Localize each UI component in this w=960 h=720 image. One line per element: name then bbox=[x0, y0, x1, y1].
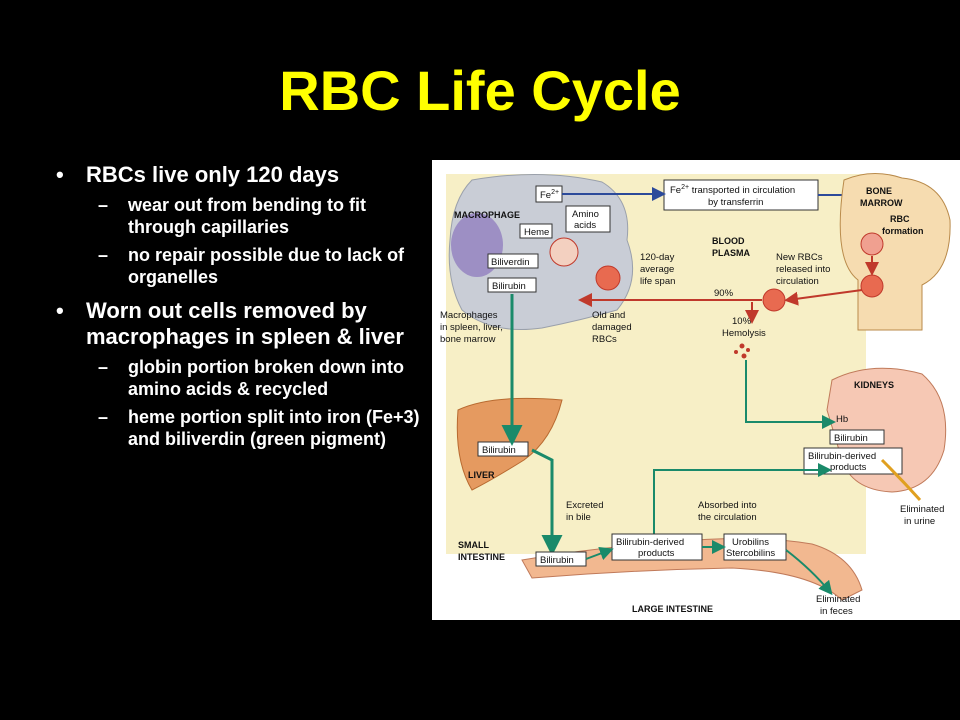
transport-text-1a: Fe bbox=[670, 185, 681, 196]
biliverdin-label: Biliverdin bbox=[491, 257, 530, 268]
transport-text-superscript: 2+ bbox=[681, 184, 689, 191]
sub-bullet-dash: – bbox=[98, 407, 109, 427]
transport-text-1b: transported in circulation bbox=[689, 185, 795, 196]
slide-title: RBC Life Cycle bbox=[279, 59, 681, 122]
excreted-label-2: in bile bbox=[566, 512, 591, 523]
kidney-bilirubin-label: Bilirubin bbox=[834, 433, 868, 444]
rbc-formation-label-1: RBC bbox=[890, 214, 910, 224]
bone-marrow-label-2: MARROW bbox=[860, 198, 903, 208]
rbc-formation-label-2: formation bbox=[882, 226, 924, 236]
hemolysis-label-2: Hemolysis bbox=[722, 328, 766, 339]
liver-label: LIVER bbox=[468, 470, 495, 480]
kidneys-label: KIDNEYS bbox=[854, 380, 894, 390]
small-intestine-label-2: INTESTINE bbox=[458, 552, 505, 562]
lifespan-label-1: 120-day bbox=[640, 252, 675, 263]
mature-rbc bbox=[860, 274, 884, 298]
sub-bullet-item: – wear out from bending to fit through c… bbox=[48, 194, 420, 238]
sub-bullet-dash: – bbox=[98, 195, 109, 215]
old-rbcs-label-2: damaged bbox=[592, 322, 632, 333]
fe-superscript: 2+ bbox=[551, 189, 559, 196]
bullet-text: Worn out cells removed by macrophages in… bbox=[86, 298, 404, 349]
absorbed-label-1: Absorbed into bbox=[698, 500, 757, 511]
macrophage-note-1: Macrophages bbox=[440, 310, 498, 321]
macrophage-note-3: bone marrow bbox=[440, 334, 496, 345]
fe-label: Fe bbox=[540, 190, 551, 201]
bullet-list: • RBCs live only 120 days – wear out fro… bbox=[48, 152, 420, 450]
kidney-derived-label-1: Bilirubin-derived bbox=[808, 451, 876, 462]
rbc-lifecycle-diagram: MACROPHAGE Fe2+ Amino acids Heme Biliver… bbox=[432, 160, 960, 620]
bone-marrow-label-1: BONE bbox=[866, 186, 892, 196]
absorbed-label-2: the circulation bbox=[698, 512, 757, 523]
hemolysis-label-1: 10% bbox=[732, 316, 752, 327]
circulating-rbc bbox=[762, 288, 786, 312]
bullet-item: • Worn out cells removed by macrophages … bbox=[48, 298, 420, 350]
aging-rbc bbox=[595, 265, 621, 291]
lifespan-label-3: life span bbox=[640, 276, 675, 287]
macrophage-note-2: in spleen, liver, bbox=[440, 322, 503, 333]
kidney-derived-label-2: products bbox=[830, 462, 867, 473]
sub-bullet-text: wear out from bending to fit through cap… bbox=[128, 195, 366, 237]
sub-bullet-item: – heme portion split into iron (Fe+3) an… bbox=[48, 406, 420, 450]
lifespan-label-2: average bbox=[640, 264, 674, 275]
sub-bullet-dash: – bbox=[98, 357, 109, 377]
urobilins-label: Urobilins bbox=[732, 537, 769, 548]
new-rbcs-label-3: circulation bbox=[776, 276, 819, 287]
blood-plasma-label-1: BLOOD bbox=[712, 236, 745, 246]
amino-acids-label-1: Amino bbox=[572, 209, 599, 220]
new-rbcs-label-2: released into bbox=[776, 264, 830, 275]
eliminated-urine-label-2: in urine bbox=[904, 516, 935, 527]
sub-bullet-text: no repair possible due to lack of organe… bbox=[128, 245, 405, 287]
excreted-label-1: Excreted bbox=[566, 500, 604, 511]
sub-bullet-item: – no repair possible due to lack of orga… bbox=[48, 244, 420, 288]
transport-text-2: by transferrin bbox=[708, 197, 763, 208]
liver-bilirubin-label: Bilirubin bbox=[482, 445, 516, 456]
percent-90-label: 90% bbox=[714, 288, 734, 299]
svg-text:Fe2+ transported in circulatio: Fe2+ transported in circulation bbox=[670, 184, 795, 196]
macrophage-label: MACROPHAGE bbox=[454, 210, 520, 220]
new-rbcs-label-1: New RBCs bbox=[776, 252, 823, 263]
blood-plasma-label-2: PLASMA bbox=[712, 248, 751, 258]
sub-bullet-dash: – bbox=[98, 245, 109, 265]
eliminated-urine-label-1: Eliminated bbox=[900, 504, 944, 515]
bullet-item: • RBCs live only 120 days bbox=[48, 162, 420, 188]
developing-rbc bbox=[860, 232, 884, 256]
phagocytosed-rbc bbox=[549, 237, 579, 267]
bullet-dot: • bbox=[56, 298, 64, 323]
bullet-text: RBCs live only 120 days bbox=[86, 162, 340, 187]
stercobilins-label: Stercobilins bbox=[726, 548, 775, 559]
heme-label: Heme bbox=[524, 227, 549, 238]
intestine-bilirubin-label: Bilirubin bbox=[540, 555, 574, 566]
sub-bullet-text: heme portion split into iron (Fe+3) and … bbox=[128, 407, 420, 449]
old-rbcs-label-1: Old and bbox=[592, 310, 625, 321]
small-intestine-label-1: SMALL bbox=[458, 540, 489, 550]
amino-acids-label-2: acids bbox=[574, 220, 596, 231]
large-intestine-label: LARGE INTESTINE bbox=[632, 604, 713, 614]
eliminated-feces-label-2: in feces bbox=[820, 606, 853, 617]
sub-bullet-item: – globin portion broken down into amino … bbox=[48, 356, 420, 400]
sub-bullet-text: globin portion broken down into amino ac… bbox=[128, 357, 404, 399]
eliminated-feces-label-1: Eliminated bbox=[816, 594, 860, 605]
intestine-derived-label-1: Bilirubin-derived bbox=[616, 537, 684, 548]
bilirubin-label: Bilirubin bbox=[492, 281, 526, 292]
bullet-dot: • bbox=[56, 162, 64, 187]
old-rbcs-label-3: RBCs bbox=[592, 334, 617, 345]
hb-label: Hb bbox=[836, 414, 848, 425]
intestine-derived-label-2: products bbox=[638, 548, 675, 559]
hemolysis-fragments bbox=[734, 343, 750, 359]
svg-text:Fe2+: Fe2+ bbox=[540, 189, 559, 201]
